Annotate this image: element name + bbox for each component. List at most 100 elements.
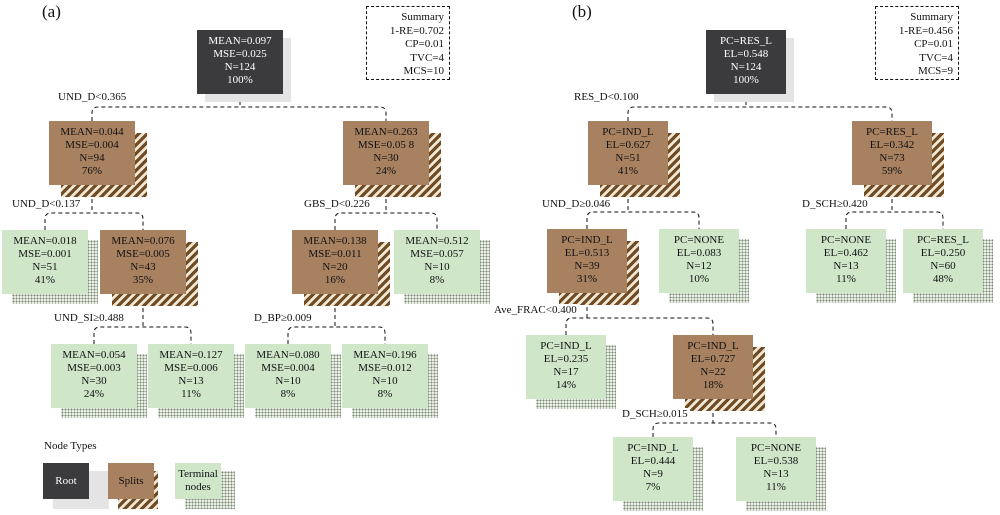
- legend-splits-label: Splits: [118, 474, 144, 487]
- node-stat-line: 18%: [702, 379, 724, 391]
- node-stat-line: PC=IND_L: [687, 340, 739, 352]
- node-stat-line: 7%: [645, 481, 661, 493]
- node-stat-line: 35%: [132, 274, 154, 286]
- node-stat-line: PC=IND_L: [540, 340, 592, 352]
- node-stat-line: N=43: [130, 261, 156, 273]
- summary-line: CP=0.01: [914, 38, 953, 50]
- node-stat-line: MSE=0.011: [308, 248, 362, 260]
- node-stat-line: N=94: [79, 152, 105, 164]
- node-stat-line: 8%: [377, 388, 393, 400]
- node-stat-line: MEAN=0.044: [60, 126, 124, 138]
- node-stat-line: MEAN=0.263: [354, 126, 418, 138]
- summary-line: TVC=4: [919, 51, 953, 64]
- node-stat-line: MEAN=0.196: [353, 349, 417, 361]
- node-stat-line: N=124: [224, 61, 256, 73]
- node-stat-line: EL=0.462: [823, 247, 869, 259]
- node-stat-line: N=10: [275, 375, 301, 387]
- split-rule-label: GBS_D<0.226: [302, 198, 372, 210]
- node-stat-line: MSE=0.006: [164, 362, 218, 374]
- split-rule-label: D_BP≥0.009: [252, 312, 314, 324]
- summary-line: Summary: [910, 11, 953, 23]
- node-stat-line: N=12: [686, 260, 712, 272]
- node-stat-line: 8%: [280, 388, 296, 400]
- node-stat-line: MSE=0.005: [116, 248, 170, 260]
- node-stat-line: EL=0.727: [690, 353, 736, 365]
- node-stat-line: N=13: [178, 375, 204, 387]
- tree-edge: [44, 185, 144, 230]
- split-rule-label: UND_D<0.137: [10, 198, 83, 210]
- legend-splits-swatch: Splits: [108, 463, 154, 499]
- node-stat-line: 14%: [555, 379, 577, 391]
- node-stat-line: N=20: [322, 261, 348, 273]
- node-stat-line: 100%: [227, 74, 253, 86]
- panel-a-label: (a): [42, 2, 61, 21]
- node-stat-line: 11%: [181, 388, 201, 400]
- node-stat-line: MEAN=0.127: [159, 349, 223, 361]
- node-stat-line: N=51: [32, 261, 58, 273]
- node-stat-line: MEAN=0.054: [62, 349, 126, 361]
- node-stat-line: EL=0.538: [753, 455, 799, 467]
- summary-box-b: Summary 1-RE=0.456 CP=0.01 TVC=4 MCS=9: [875, 6, 959, 80]
- split-rule-label: D_SCH≥0.015: [620, 408, 690, 420]
- node-stat-line: 59%: [881, 165, 903, 177]
- node-stat-line: MEAN=0.080: [256, 349, 320, 361]
- summary-line: 1-RE=0.702: [389, 24, 444, 37]
- node-stat-line: PC=NONE: [673, 234, 725, 246]
- node-stat-line: 100%: [733, 74, 759, 86]
- node-stat-line: 24%: [83, 388, 105, 400]
- node-stat-line: MSE=0.004: [65, 139, 119, 151]
- node-stat-line: 10%: [688, 273, 710, 285]
- panel-b-label: (b): [572, 2, 592, 21]
- node-stat-line: 31%: [576, 273, 598, 285]
- node-stat-line: EL=0.250: [920, 247, 966, 259]
- node-stat-line: 24%: [375, 165, 397, 177]
- node-stat-line: 11%: [766, 481, 786, 493]
- node-stat-line: N=10: [372, 375, 398, 387]
- node-stat-line: PC=NONE: [750, 442, 802, 454]
- tree-edge: [586, 185, 700, 229]
- split-rule-label: D_SCH≥0.420: [800, 198, 870, 210]
- legend-title: Node Types: [44, 440, 97, 452]
- node-stat-line: EL=0.444: [630, 455, 676, 467]
- node-stat-line: 8%: [429, 274, 445, 286]
- node-stat-line: N=10: [424, 261, 450, 273]
- node-stat-line: N=60: [930, 260, 956, 272]
- tree-edge: [845, 185, 944, 229]
- node-stat-line: N=22: [700, 366, 726, 378]
- split-rule-label: RES_D<0.100: [572, 91, 641, 103]
- node-stat-line: MEAN=0.097: [208, 35, 272, 47]
- node-stat-line: 16%: [324, 274, 346, 286]
- node-stat-line: MSE=0.012: [358, 362, 412, 374]
- node-stat-line: MEAN=0.138: [303, 235, 367, 247]
- node-stat-line: PC=RES_L: [719, 35, 773, 47]
- tree-edge: [93, 294, 192, 344]
- tree-edge: [287, 294, 386, 344]
- summary-line: 1-RE=0.456: [898, 24, 953, 37]
- node-stat-line: 76%: [81, 165, 103, 177]
- legend-root-swatch: Root: [43, 463, 89, 499]
- node-stat-line: EL=0.235: [543, 353, 589, 365]
- node-stat-line: EL=0.342: [869, 139, 915, 151]
- split-rule-label: Ave_FRAC<0.400: [492, 304, 579, 316]
- tree-edge: [565, 293, 714, 335]
- node-stat-line: MSE=0.003: [67, 362, 121, 374]
- summary-line: Summary: [401, 11, 444, 23]
